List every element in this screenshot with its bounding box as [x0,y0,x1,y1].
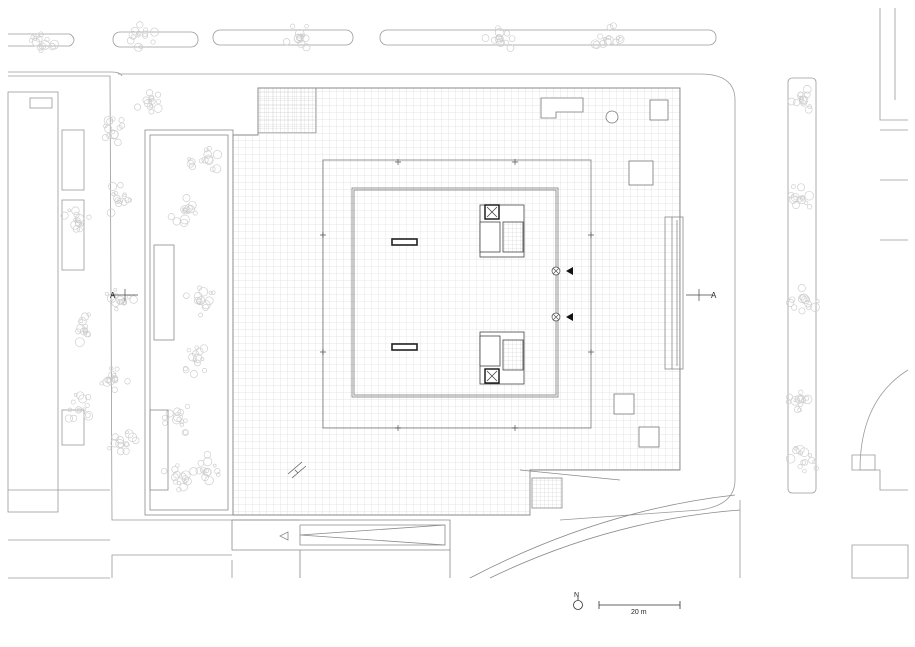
tree-canopy [99,366,131,393]
left-neighbor-buildings [7,91,110,579]
south-ramp [231,469,741,579]
tree-canopy [64,391,94,423]
tree-canopy [590,22,625,49]
upper-platform [322,159,592,429]
section-marker-right: A [686,289,717,301]
tree-canopy [787,183,814,210]
tree-canopy [183,285,216,318]
plaza-planters [540,97,669,448]
tree-canopy [785,389,813,414]
section-label-right: A [711,291,717,300]
tree-canopy [167,194,198,227]
tree-canopy [107,429,140,456]
tree-canopy [481,25,516,52]
scale-bar-label: 20 m [631,609,647,616]
tree-canopy [282,23,311,52]
tree-canopies [28,21,820,493]
scale-bar: 20 m [598,601,681,616]
tree-canopy [60,206,92,233]
east-ramp [664,216,684,370]
tree-canopy [104,287,138,312]
core-north [479,204,525,258]
north-arrow-label: N [574,592,579,599]
tree-canopy [161,403,190,437]
core-south [479,331,525,385]
north-arrow: N [573,592,583,610]
survey-markers [320,159,594,431]
south-stair [531,477,563,509]
survey-cross [395,159,401,165]
section-marker-left: A [110,289,138,301]
skylight-slots [391,238,418,351]
tree-canopy [787,85,813,114]
tree-canopy [186,145,223,174]
survey-cross [320,349,326,355]
level-mark [287,461,307,479]
plaza-grid [232,87,681,516]
tree-canopy [786,284,820,315]
bottom-street [111,500,741,578]
tree-canopy [74,312,92,348]
tree-canopy [134,89,163,115]
entrance-markers [551,266,573,322]
tree-canopy [785,444,819,474]
tree-canopy [126,21,159,52]
survey-cross [512,425,518,431]
survey-cross [588,349,594,355]
section-label-left: A [110,291,116,300]
survey-cross [512,159,518,165]
tree-canopy [101,115,126,147]
street-medians [8,8,908,521]
garden-strip [144,129,234,516]
tree-canopy [161,463,192,493]
tree-canopy [28,31,60,54]
survey-cross [320,232,326,238]
tree-canopy [182,344,209,378]
right-neighbor-buildings [787,77,909,579]
tree-canopy [106,182,133,218]
tree-canopy [189,450,221,486]
survey-cross [395,425,401,431]
survey-cross [588,232,594,238]
